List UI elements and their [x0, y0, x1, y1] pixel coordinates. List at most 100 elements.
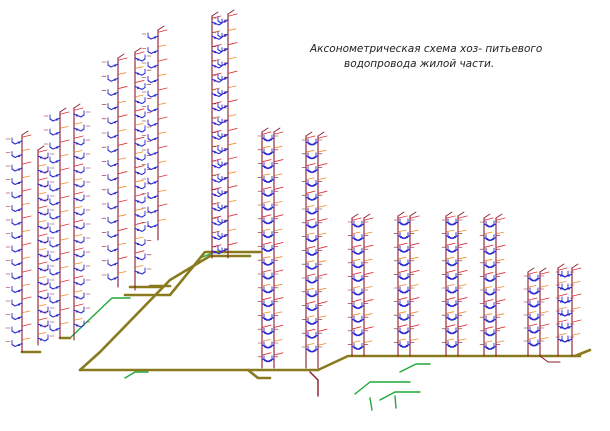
main-pipe [246, 368, 272, 380]
valve-node [213, 179, 217, 182]
valve-node [223, 120, 227, 123]
meter-marker [306, 273, 316, 277]
meter-marker [528, 285, 537, 288]
valve-node [535, 330, 539, 333]
riser-group [134, 47, 152, 291]
green-pipe [379, 391, 421, 401]
valve-node [39, 338, 43, 341]
valve-node [223, 163, 227, 166]
meter-marker [496, 217, 506, 221]
valve-node [55, 202, 59, 205]
valve-node [213, 36, 217, 39]
meter-marker [458, 229, 467, 233]
floor-branch [134, 71, 146, 76]
valve-node [223, 220, 227, 223]
meter-marker [22, 202, 31, 205]
meter-marker [38, 248, 47, 251]
valve-node [535, 304, 539, 307]
valve-node [213, 194, 217, 197]
meter-marker [228, 171, 237, 174]
meter-marker [38, 233, 48, 237]
meter-marker [398, 324, 408, 328]
meter-marker [74, 303, 84, 307]
floor-branch [73, 239, 85, 244]
valve-node [313, 294, 317, 297]
floor-branch [485, 223, 497, 228]
valve-node [113, 78, 117, 81]
valve-node [359, 278, 363, 281]
meter-marker [228, 70, 238, 74]
valve-node [17, 262, 21, 266]
meter-marker [484, 244, 494, 248]
valve-node [136, 86, 140, 89]
meter-marker [60, 182, 69, 185]
valve-node [113, 192, 117, 195]
floor-branch [485, 237, 497, 242]
floor-branch [37, 295, 49, 300]
valve-node [213, 65, 217, 68]
meter-marker [484, 271, 494, 275]
meter-marker [158, 44, 167, 47]
meter-marker [318, 218, 328, 222]
meter-marker [158, 174, 168, 178]
floor-branch [217, 90, 229, 96]
valve-node [213, 122, 217, 125]
riser-top-stub [557, 263, 565, 269]
meter-marker [528, 297, 538, 301]
valve-node [213, 208, 217, 211]
valve-node [113, 92, 117, 95]
meter-marker [352, 313, 361, 316]
floor-branch [11, 315, 23, 321]
meter-marker [135, 151, 144, 154]
meter-marker [22, 269, 32, 273]
valve-node [153, 123, 157, 126]
valve-node [491, 346, 495, 349]
floor-branch [307, 293, 319, 298]
meter-marker [135, 250, 145, 254]
floor-branch [11, 167, 23, 172]
meter-marker [158, 203, 168, 207]
floor-branch [73, 281, 85, 286]
valve-node [535, 291, 539, 294]
valve-node [269, 317, 273, 320]
meter-marker [262, 269, 272, 273]
riser-top-stub [397, 211, 405, 217]
meter-marker [410, 324, 420, 328]
valve-node [55, 174, 59, 177]
floor-branch [529, 329, 541, 334]
meter-marker [540, 285, 549, 288]
meter-marker [212, 72, 222, 76]
riser-top-stub [317, 131, 325, 137]
riser-group [523, 267, 550, 357]
floor-branch [49, 285, 61, 290]
floor-branch [11, 288, 23, 294]
meter-marker [60, 307, 70, 311]
valve-node [153, 224, 157, 228]
valve-node [359, 238, 363, 241]
valve-node [213, 136, 217, 139]
meter-marker [318, 328, 328, 332]
floor-branch [307, 251, 319, 256]
riser-group [211, 11, 229, 259]
meter-marker [135, 94, 144, 97]
floor-branch [353, 332, 365, 337]
meter-marker [364, 326, 374, 330]
meter-marker [496, 258, 505, 262]
meter-marker [364, 271, 374, 275]
meter-marker [446, 324, 456, 328]
valve-node [453, 263, 457, 266]
valve-node [153, 108, 157, 112]
valve-node [223, 149, 227, 152]
riser-group [141, 25, 168, 241]
valve-node [223, 206, 227, 209]
valve-node [453, 276, 457, 279]
floor-branch [73, 127, 85, 132]
valve-node [17, 222, 21, 225]
floor-branch [134, 85, 146, 90]
valve-node [39, 184, 43, 187]
meter-marker [274, 339, 283, 342]
meter-marker [158, 189, 167, 192]
valve-node [359, 319, 363, 322]
riser-group [257, 127, 284, 369]
meter-marker [74, 178, 83, 181]
